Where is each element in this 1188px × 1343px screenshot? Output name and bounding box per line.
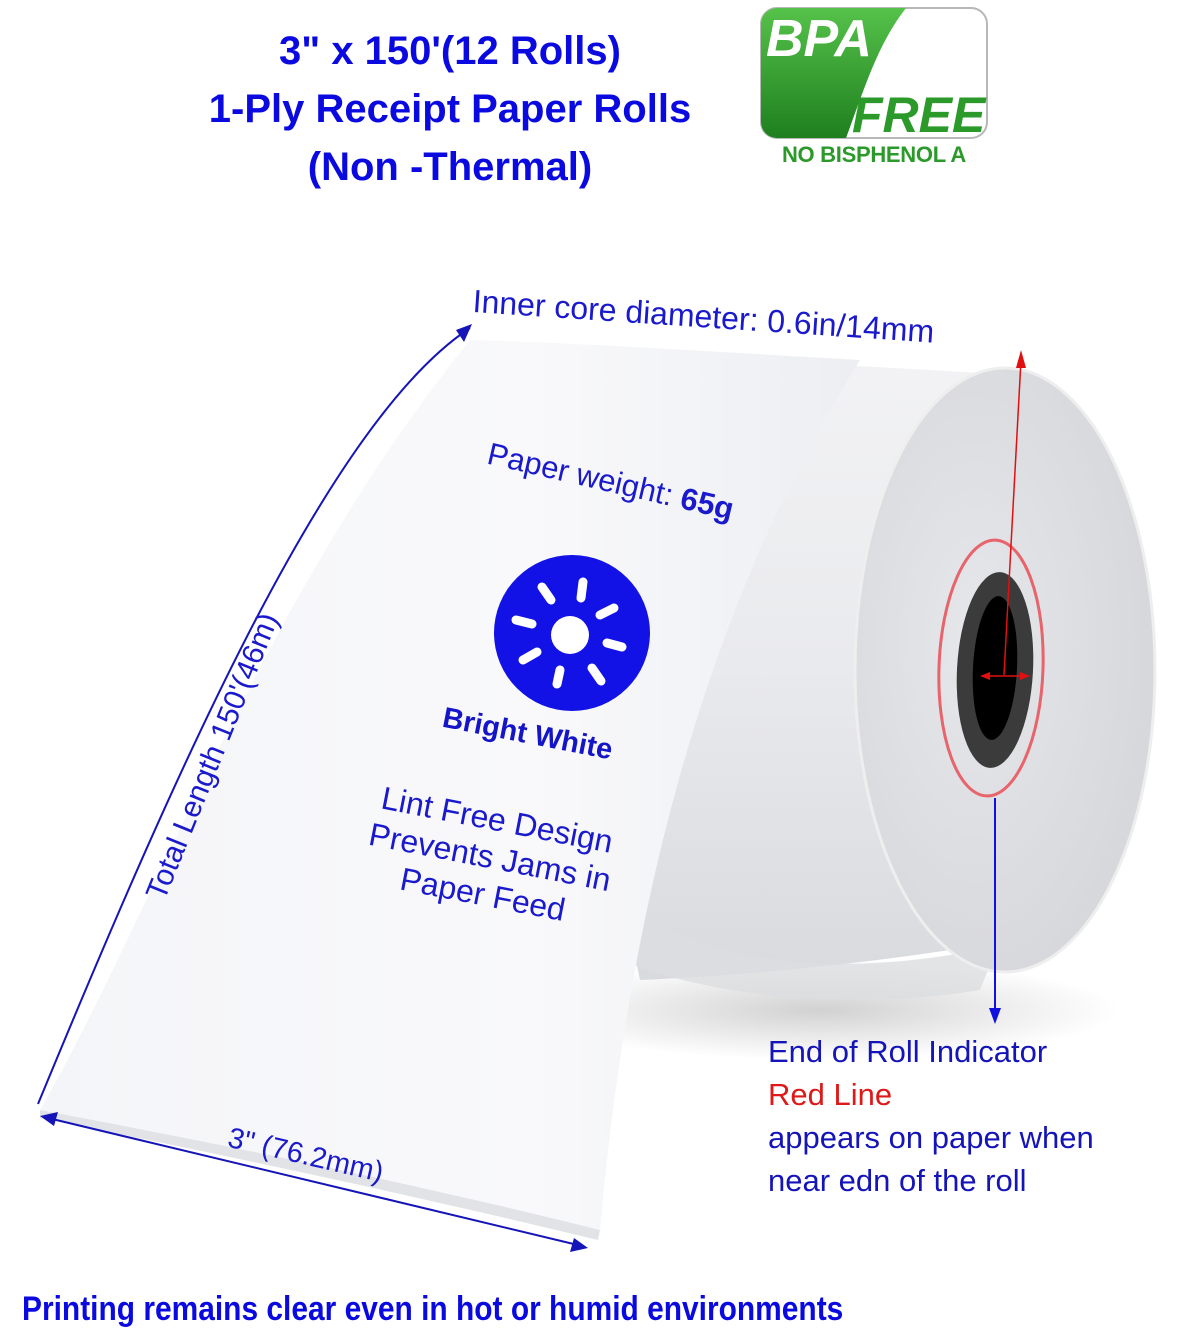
footer-tagline: Printing remains clear even in hot or hu… [22,1290,844,1328]
bpa-subtitle: NO BISPHENOL A [781,142,967,167]
svg-text:FREE: FREE [852,87,987,143]
indicator-red-line: Red Line [768,1077,893,1112]
title-line-product: 1-Ply Receipt Paper Rolls [208,87,692,131]
sun-icon [494,555,650,711]
indicator-desc-1: appears on paper when [768,1120,1094,1155]
svg-text:BPA: BPA [766,10,872,68]
indicator-desc-2: near edn of the roll [768,1163,1027,1198]
paper-sheet [40,340,860,1230]
title-line-size: 3" x 150'(12 Rolls) [279,29,621,73]
bpa-free-badge: BPA FREE NO BISPHENOL A [758,4,990,174]
product-title: 3" x 150'(12 Rolls) 1-Ply Receipt Paper … [140,22,760,196]
bpa-free-icon: BPA FREE [760,7,988,143]
indicator-title: End of Roll Indicator [768,1034,1048,1069]
title-line-type: (Non -Thermal) [307,145,593,189]
end-of-roll-indicator-note: End of Roll Indicator Red Line appears o… [768,1030,1094,1202]
